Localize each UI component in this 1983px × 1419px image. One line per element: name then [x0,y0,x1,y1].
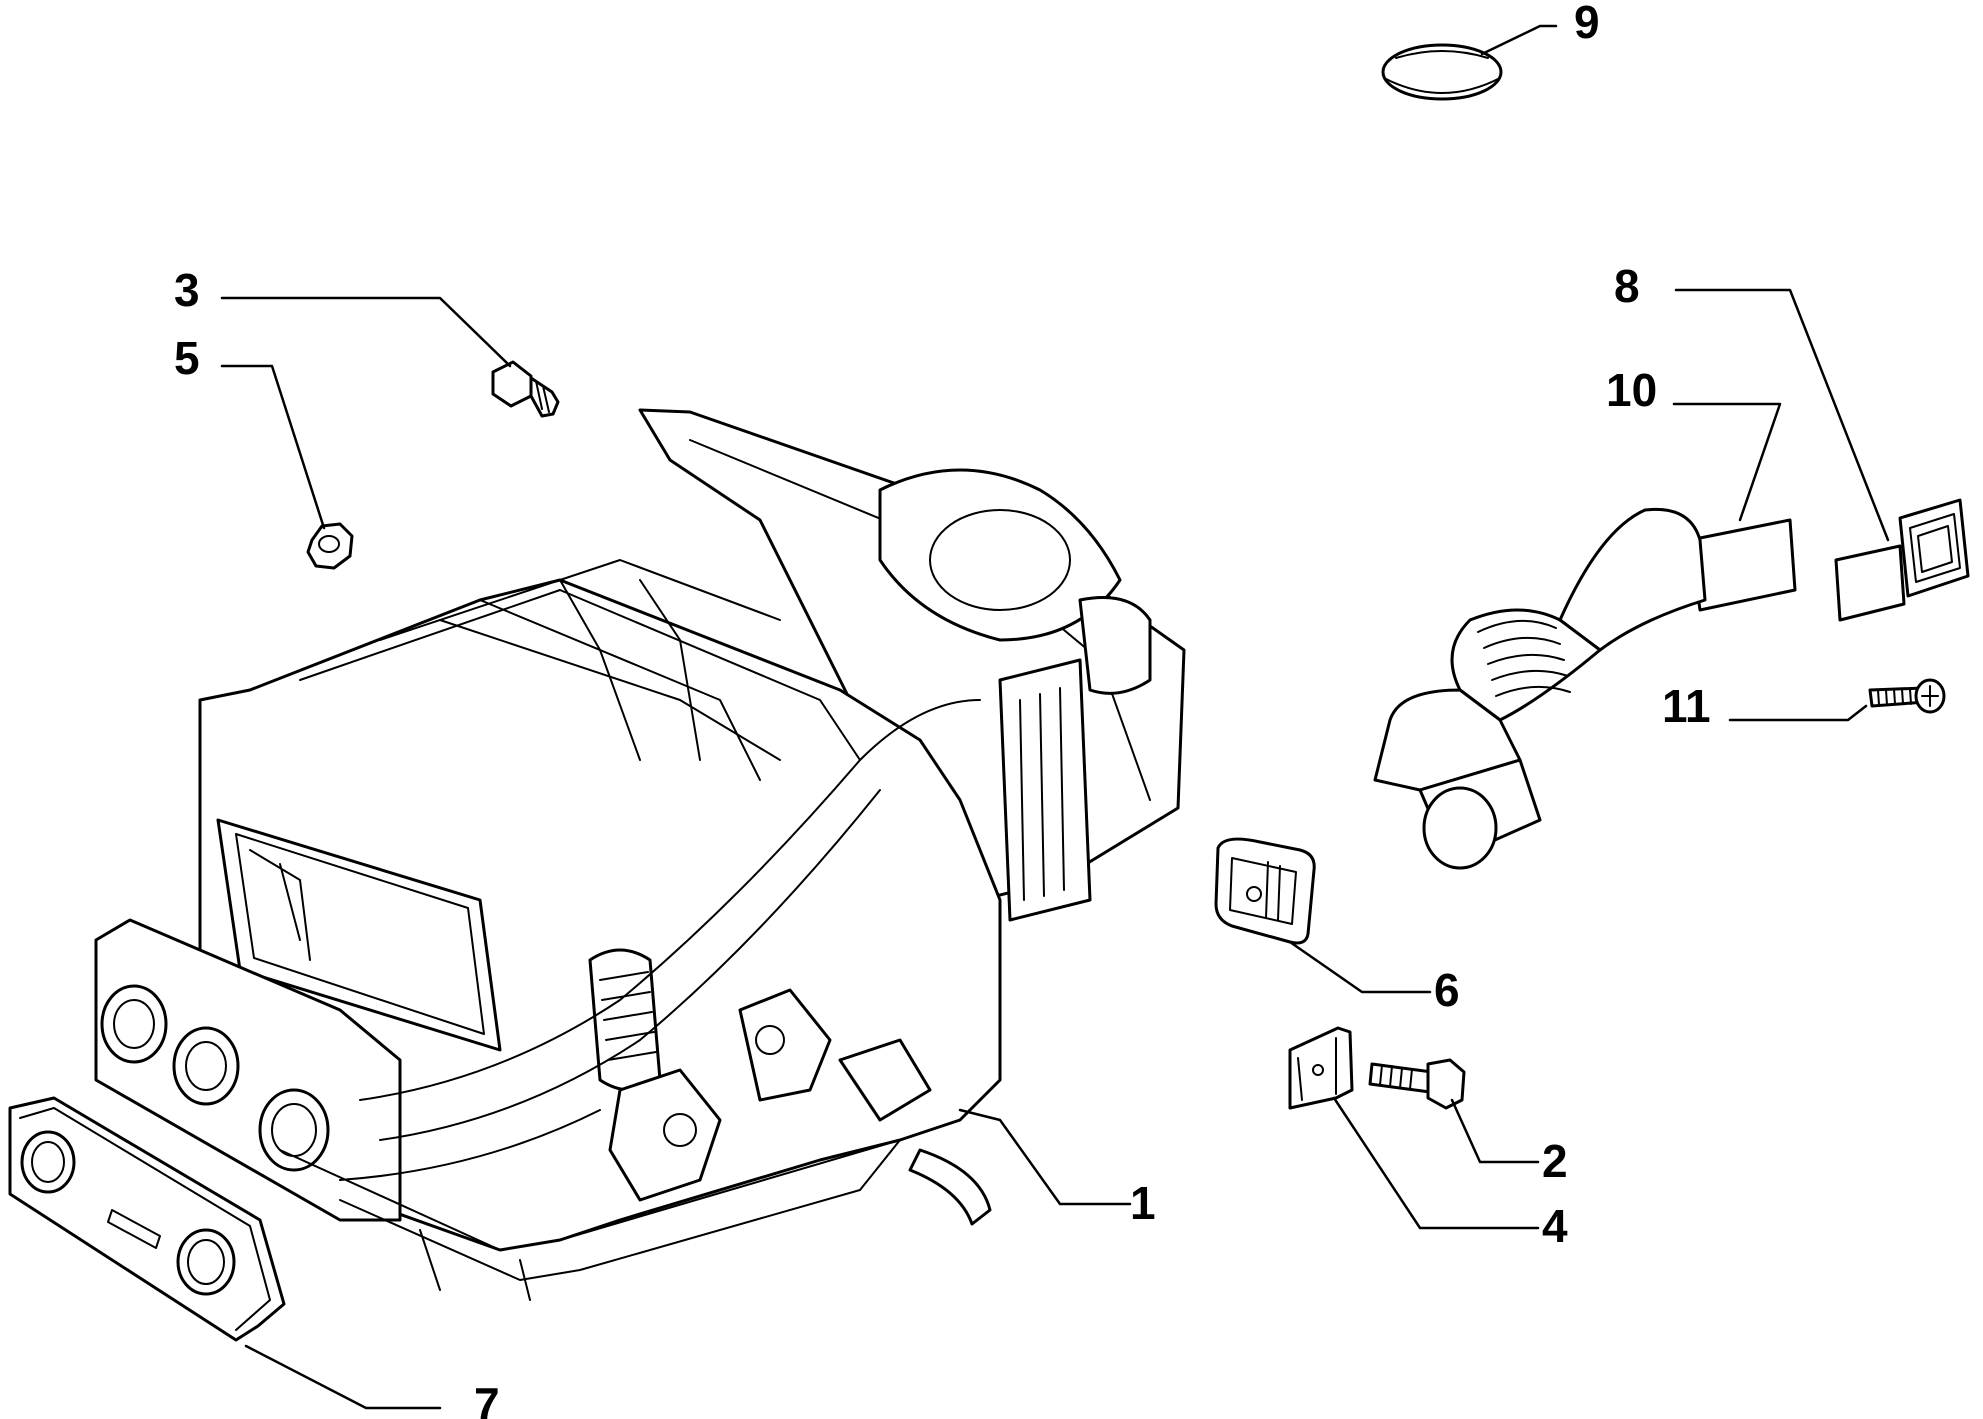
part-5-nut [306,522,354,570]
leader-4 [1332,1096,1540,1230]
part-9-plug [1381,43,1503,101]
leader-6 [1288,940,1432,994]
leader-1 [958,1108,1132,1206]
leader-lines [220,24,1890,1410]
callout-1: 1 [1130,1177,1156,1229]
callout-labels: 1 2 3 4 5 6 7 8 9 10 11 [174,0,1711,1419]
callout-5: 5 [174,332,200,384]
callout-6: 6 [1434,964,1460,1016]
callout-7: 7 [474,1378,500,1419]
leader-5 [220,364,326,530]
callout-8: 8 [1614,260,1640,312]
leader-2 [1450,1098,1540,1164]
callout-2: 2 [1542,1135,1568,1187]
part-11-screw [1868,678,1946,714]
leader-3 [220,296,512,368]
callout-3: 3 [174,264,200,316]
leader-11 [1728,704,1868,722]
callout-4: 4 [1542,1200,1568,1252]
leader-8 [1674,288,1890,542]
part-8-duct-connector [1834,498,1970,622]
part-2-bolt [1368,1058,1466,1110]
part-4-u-clip [1288,1026,1354,1110]
callout-9: 9 [1574,0,1600,48]
callout-10: 10 [1606,364,1657,416]
part-10-duct-hose [1373,507,1797,870]
part-6-clip-nut [1214,837,1316,945]
part-1-hvac-housing [94,408,1186,1301]
leader-7 [244,1344,442,1410]
part-3-bolt [491,360,560,418]
leader-10 [1672,402,1782,522]
callout-11: 11 [1662,680,1711,732]
part-7-control-bezel [8,1096,286,1342]
leader-9 [1480,24,1558,56]
